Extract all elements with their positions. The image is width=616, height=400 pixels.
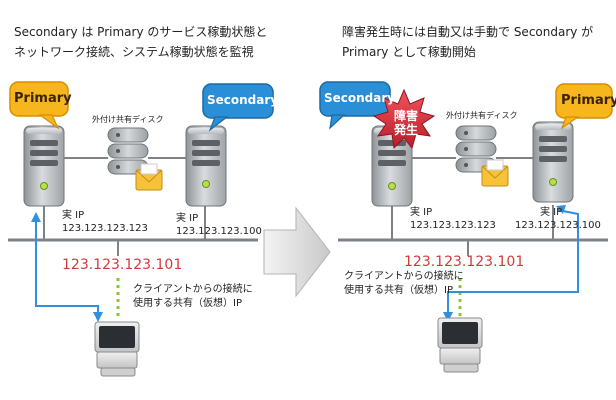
- virtual-ip-desc-line-1: クライアントからの接続に: [133, 284, 253, 295]
- vip-route-arrowhead: [93, 312, 103, 322]
- secondary-bubble: [319, 81, 391, 130]
- virtual-ip: 123.123.123.101: [62, 257, 183, 273]
- vip-route-arrowhead: [31, 212, 41, 222]
- fault-badge-line-2: 発生: [394, 123, 419, 137]
- real-ip-title: 実 IP: [176, 213, 199, 224]
- primary-bubble: [555, 83, 613, 130]
- shared-disk: [107, 127, 149, 175]
- right-caption-line-2: Primary として稼動開始: [342, 45, 476, 59]
- real-ip-title: 実 IP: [62, 210, 85, 221]
- secondary-label: Secondary: [324, 91, 396, 105]
- vip-route-arrowhead: [556, 205, 566, 214]
- real-ip-value: 123.123.123.100: [515, 220, 601, 231]
- vip-route-arrowhead: [443, 312, 453, 322]
- primary-bubble: [9, 81, 69, 130]
- real-ip-value: 123.123.123.123: [62, 223, 148, 234]
- shared-disk-label: 外付け共有ディスク: [446, 111, 518, 120]
- left-caption-line-2: ネットワーク接続、システム稼動状態を監視: [14, 45, 254, 59]
- secondary-server: [185, 125, 227, 207]
- real-ip-value: 123.123.123.123: [410, 220, 496, 231]
- real-ip-title: 実 IP: [540, 207, 563, 218]
- virtual-ip: 123.123.123.101: [404, 254, 525, 270]
- real-ip-value: 123.123.123.100: [176, 226, 262, 237]
- real-ip-title: 実 IP: [410, 207, 433, 218]
- transition-arrow: [263, 206, 331, 298]
- envelope-icon: [135, 163, 163, 191]
- primary-label: Primary: [561, 93, 616, 108]
- virtual-ip-desc-line-2: 使用する共有（仮想）IP: [133, 298, 242, 309]
- fault-badge-line-1: 障害: [394, 109, 419, 123]
- virtual-ip-desc-line-1: クライアントからの接続に: [344, 271, 464, 282]
- primary-server: [23, 125, 65, 207]
- new-primary-server: [532, 121, 574, 203]
- primary-label: Primary: [14, 91, 72, 106]
- envelope-icon: [481, 159, 509, 187]
- client-pc: [437, 317, 483, 373]
- secondary-label: Secondary: [207, 93, 279, 107]
- fault-burst-icon: [372, 88, 436, 150]
- vip-route-line: [447, 209, 579, 318]
- right-caption-line-1: 障害発生時には自動又は手動で Secondary が: [342, 25, 594, 39]
- virtual-ip-desc-line-2: 使用する共有（仮想）IP: [344, 285, 453, 296]
- shared-disk-label: 外付け共有ディスク: [92, 115, 164, 124]
- fault-badge-text: 障害 発生: [394, 109, 418, 137]
- client-pc: [94, 321, 140, 377]
- secondary-bubble: [202, 83, 274, 132]
- left-caption-line-1: Secondary は Primary のサービス稼動状態と: [14, 25, 268, 39]
